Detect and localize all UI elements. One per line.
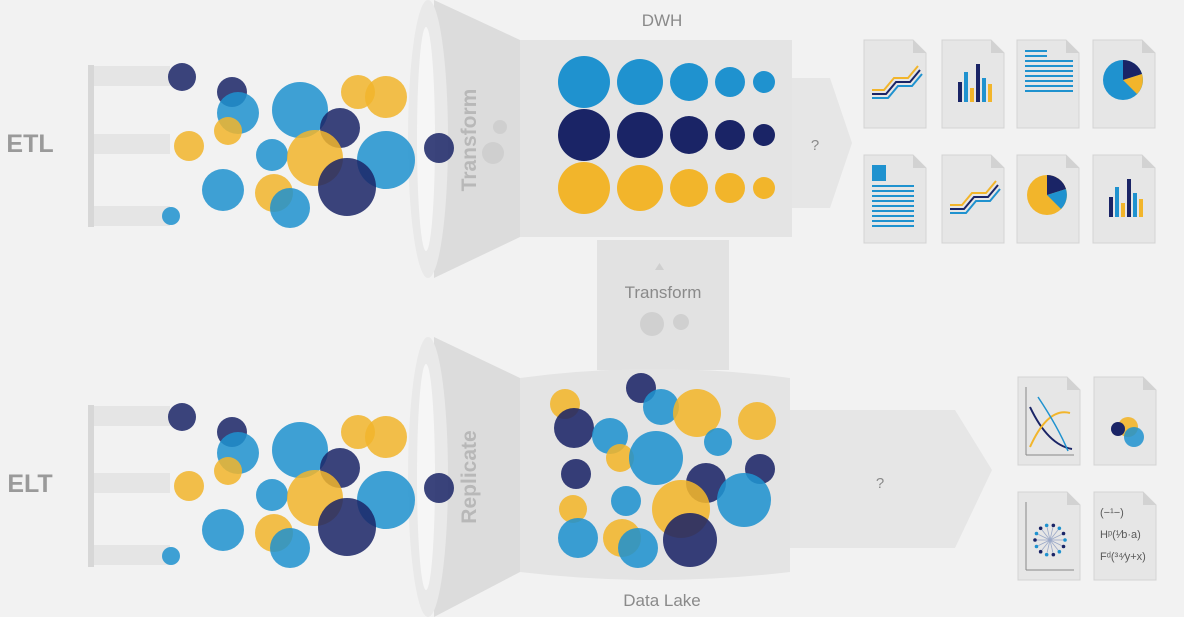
dwh-bubble	[670, 116, 708, 154]
dwh-bubble	[617, 112, 663, 158]
formula-text: (−¹−)	[1100, 507, 1124, 519]
lake-bubble	[561, 459, 591, 489]
dwh-bubble	[715, 120, 745, 150]
etl-label: ETL	[6, 130, 53, 158]
data-bubble	[174, 471, 204, 501]
etl-transform-funnel: Transform	[408, 0, 520, 278]
formula-text: Fᵈ(³⁴⁄y+x)	[1100, 551, 1146, 563]
bar-chart-doc-icon	[941, 39, 1005, 129]
elt-replicate-label: Replicate	[458, 430, 481, 523]
data-lake-mixed-bubbles	[550, 373, 776, 568]
lake-bubble	[629, 431, 683, 485]
lake-bubble	[611, 486, 641, 516]
middle-transform-connector: Transform	[597, 240, 729, 370]
elt-label: ELT	[7, 470, 52, 498]
etl-source-pipes	[88, 65, 170, 227]
lake-bubble	[704, 428, 732, 456]
data-bubble	[214, 457, 242, 485]
data-bubble	[270, 188, 310, 228]
data-bubble	[270, 528, 310, 568]
middle-gear-icon	[640, 312, 689, 336]
dwh-bubble	[753, 177, 775, 199]
lake-bubble	[558, 518, 598, 558]
etl-gear-icon	[482, 120, 507, 164]
middle-transform-label: Transform	[625, 283, 702, 302]
lake-bubble	[738, 402, 776, 440]
lake-bubble	[643, 389, 679, 425]
dwh-bubble	[715, 173, 745, 203]
data-lake-label: Data Lake	[623, 591, 701, 610]
etl-source-bubbles	[162, 63, 454, 228]
data-bubble	[272, 82, 328, 138]
lake-bubble	[717, 473, 771, 527]
dwh-bubble	[617, 165, 663, 211]
data-bubble	[272, 422, 328, 478]
dwh-label: DWH	[642, 11, 683, 30]
data-bubble	[256, 479, 288, 511]
elt-source-pipes	[88, 405, 170, 567]
dwh-bubble	[715, 67, 745, 97]
lake-bubble	[618, 528, 658, 568]
data-bubble	[256, 139, 288, 171]
dwh-bubble	[753, 71, 775, 93]
data-bubble	[365, 76, 407, 118]
data-bubble	[162, 547, 180, 565]
data-bubble	[162, 207, 180, 225]
lake-bubble	[663, 513, 717, 567]
curve-plot-doc-icon	[1017, 376, 1081, 466]
table-doc-icon	[863, 154, 927, 244]
bar-chart-doc-icon	[1092, 154, 1156, 244]
data-bubble	[318, 498, 376, 556]
radial-plot-doc-icon	[1017, 491, 1081, 581]
data-bubble	[424, 133, 454, 163]
formula-doc-icon: (−¹−) Hᵖ(¹⁄b·a) Fᵈ(³⁴⁄y+x)	[1093, 491, 1157, 581]
data-bubble	[202, 509, 244, 551]
pie-chart-doc-icon	[1092, 39, 1156, 129]
lake-bubble	[554, 408, 594, 448]
dwh-bubble	[670, 63, 708, 101]
lake-bubble	[559, 495, 587, 523]
etl-report-documents	[863, 39, 1156, 244]
etl-transform-label: Transform	[458, 89, 481, 192]
line-chart-doc-icon	[941, 154, 1005, 244]
dwh-bubble	[558, 162, 610, 214]
lake-bubble	[606, 444, 634, 472]
dwh-output-question: ?	[811, 137, 819, 154]
elt-source-bubbles	[162, 403, 454, 568]
text-doc-icon	[1016, 39, 1080, 129]
data-bubble	[202, 169, 244, 211]
formula-text: Hᵖ(¹⁄b·a)	[1100, 529, 1141, 541]
elt-replicate-funnel: Replicate	[408, 337, 520, 617]
lake-bubble	[673, 389, 721, 437]
data-bubble	[365, 416, 407, 458]
line-chart-doc-icon	[863, 39, 927, 129]
dwh-bubble	[670, 169, 708, 207]
data-bubble	[174, 131, 204, 161]
dwh-bubble	[558, 109, 610, 161]
pie-chart-doc-icon	[1016, 154, 1080, 244]
data-bubble	[318, 158, 376, 216]
dwh-bubble	[753, 124, 775, 146]
data-bubble	[168, 63, 196, 91]
dwh-bubble	[558, 56, 610, 108]
elt-analysis-documents: (−¹−) Hᵖ(¹⁄b·a) Fᵈ(³⁴⁄y+x)	[1017, 376, 1157, 581]
data-lake-output-question: ?	[876, 475, 884, 492]
data-bubble	[214, 117, 242, 145]
dwh-bubble	[617, 59, 663, 105]
venn-doc-icon	[1093, 376, 1157, 466]
data-bubble	[424, 473, 454, 503]
data-bubble	[168, 403, 196, 431]
dwh-sorted-bubbles	[558, 56, 775, 214]
